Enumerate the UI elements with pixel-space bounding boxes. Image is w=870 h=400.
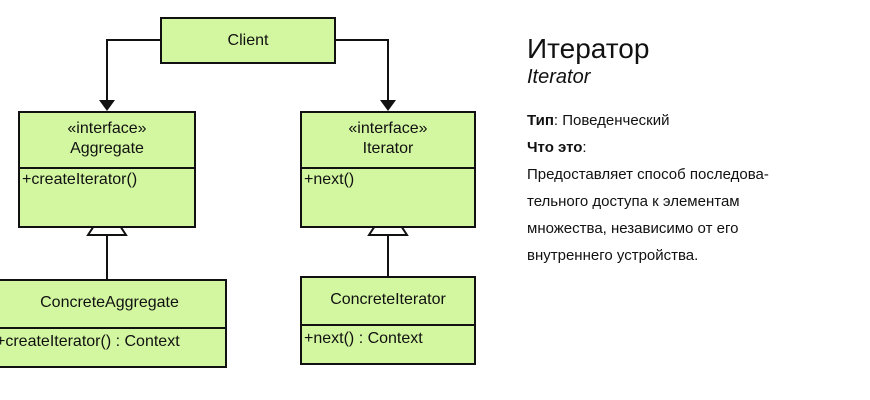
association-client-iterator: [335, 39, 389, 101]
class-name: ConcreteAggregate: [40, 294, 179, 311]
description-line: тельного доступа к элементам: [527, 193, 740, 210]
operation: +createIterator(): [20, 167, 194, 191]
pattern-type: Тип: Поведенческий: [527, 107, 857, 134]
concrete-iterator-class: ConcreteIterator +next() : Context: [300, 276, 476, 365]
operation: +next() : Context: [302, 324, 474, 352]
client-class: Client: [160, 17, 336, 64]
class-name: Iterator: [362, 140, 414, 157]
what-heading: Что это:: [527, 139, 587, 156]
iterator-interface: «interface» Iterator +next(): [300, 111, 476, 228]
description-line: внутреннего устройства.: [527, 247, 699, 264]
type-label: Тип: [527, 112, 554, 129]
description-line: множества, независимо от его: [527, 220, 739, 237]
operation: +createIterator() : Context: [0, 327, 225, 355]
pattern-subtitle: Iterator: [527, 66, 591, 88]
description-line: Предоставляет способ последова-: [527, 166, 769, 183]
stereotype: «interface»: [67, 120, 147, 137]
arrowhead-aggregate: [99, 100, 115, 111]
aggregate-interface: «interface» Aggregate +createIterator(): [18, 111, 196, 228]
operation: +next(): [302, 167, 474, 191]
class-name: Client: [227, 32, 269, 49]
association-client-aggregate: [106, 39, 160, 101]
what-label: Что это: [527, 139, 583, 156]
class-name: Aggregate: [70, 140, 144, 157]
stereotype: «interface»: [348, 120, 428, 137]
concrete-aggregate-class: ConcreteAggregate +createIterator() : Co…: [0, 279, 227, 368]
pattern-info: Итератор Iterator Тип: Поведенческий Что…: [527, 33, 857, 269]
arrowhead-iterator: [380, 100, 396, 111]
type-value: : Поведенческий: [553, 112, 670, 129]
class-name: ConcreteIterator: [330, 291, 446, 308]
pattern-title: Итератор: [527, 33, 650, 64]
